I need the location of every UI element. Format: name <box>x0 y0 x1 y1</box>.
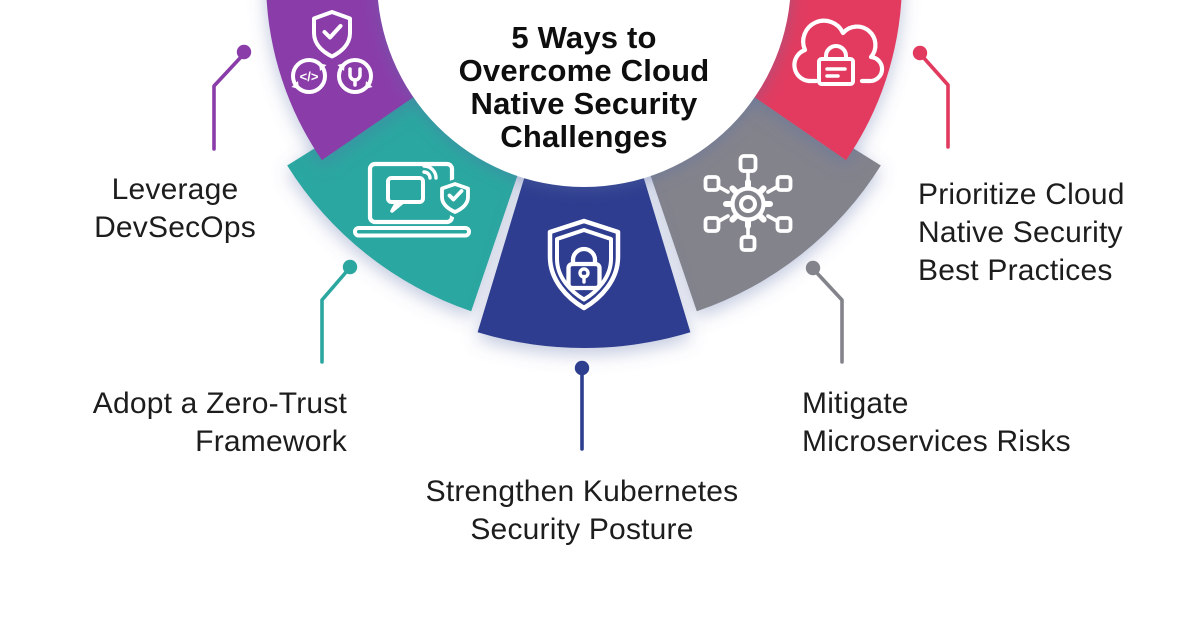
padlock-body <box>817 57 855 86</box>
connector-devsecops <box>212 44 252 151</box>
padlock-body <box>566 261 602 291</box>
label-line: Leverage <box>111 173 239 206</box>
label-prioritize-best-practices: Prioritize Cloud Native Security Best Pr… <box>918 176 1188 290</box>
label-line: Framework <box>195 425 347 458</box>
check-mark-icon <box>322 24 343 40</box>
label-line: Native Security <box>918 216 1123 249</box>
label-line: Microservices Risks <box>802 425 1071 458</box>
cloud-outline <box>792 18 885 84</box>
page-title: 5 Ways to Overcome Cloud Native Security… <box>414 21 754 153</box>
cloud-padlock-icon <box>792 18 885 86</box>
laptop-base <box>353 226 471 238</box>
label-mitigate-microservices: Mitigate Microservices Risks <box>802 385 1132 461</box>
connector-microservices <box>805 260 844 364</box>
label-leverage-devsecops: Leverage DevSecOps <box>60 171 290 247</box>
laptop-chat-shield-icon <box>353 161 473 238</box>
gear-teeth <box>723 179 773 229</box>
padlock-shackle <box>824 44 848 61</box>
title-line: 5 Ways to <box>511 20 657 55</box>
devsecops-shield-cycles-icon: </> <box>291 10 373 94</box>
signal-arc-icon <box>422 170 432 180</box>
code-brackets-glyph: </> <box>300 69 319 84</box>
label-adopt-zero-trust: Adopt a Zero-Trust Framework <box>45 385 347 461</box>
connector-kubernetes <box>574 360 590 451</box>
title-line: Overcome Cloud <box>458 53 710 88</box>
chat-bubble-icon <box>386 176 425 204</box>
connector-best-practices <box>912 45 950 149</box>
title-line: Challenges <box>500 119 668 154</box>
title-line: Native Security <box>470 86 698 121</box>
label-line: Adopt a Zero-Trust <box>92 387 347 420</box>
label-line: Mitigate <box>802 387 909 420</box>
shield-padlock-icon <box>547 218 621 311</box>
label-strengthen-kubernetes: Strengthen Kubernetes Security Posture <box>402 473 762 549</box>
label-line: DevSecOps <box>94 211 256 244</box>
label-line: Best Practices <box>918 254 1113 287</box>
shield-check-icon <box>437 179 473 218</box>
label-line: Prioritize Cloud <box>918 178 1125 211</box>
padlock-shackle <box>570 246 598 267</box>
center-title-circle <box>378 0 790 187</box>
network-links <box>717 169 779 239</box>
node-square <box>738 154 758 173</box>
label-line: Security Posture <box>470 513 694 546</box>
label-line: Strengthen Kubernetes <box>425 475 739 508</box>
gear-network-icon <box>703 154 793 252</box>
connector-zero-trust <box>320 259 358 364</box>
